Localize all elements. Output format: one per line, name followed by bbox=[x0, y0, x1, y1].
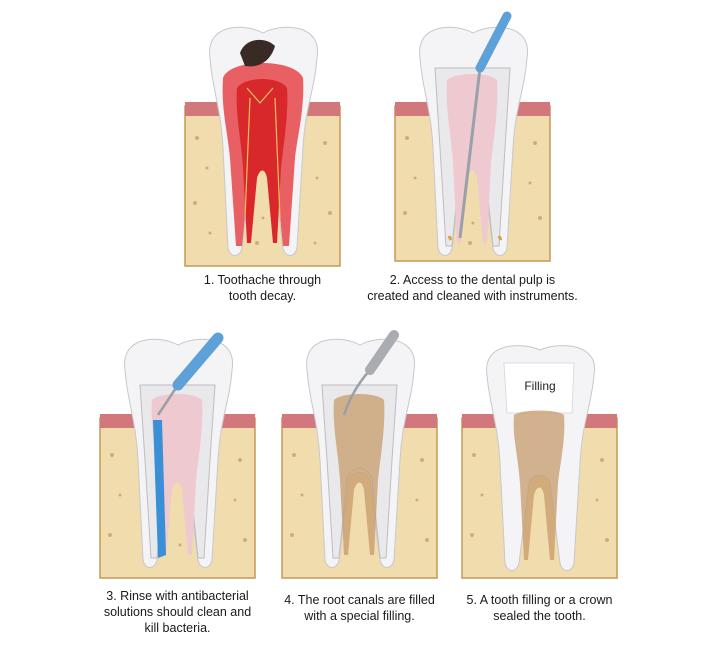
rinsing-tooth-illustration bbox=[99, 332, 256, 579]
step-4-caption: 4. The root canals are filled with a spe… bbox=[284, 593, 435, 623]
filling-label: Filling bbox=[524, 379, 555, 393]
step-3-panel: 3. Rinse with antibacterial solutions sh… bbox=[99, 330, 256, 635]
filled-canals-tooth-illustration bbox=[281, 330, 438, 579]
decayed-tooth-illustration bbox=[184, 26, 341, 267]
filling-instrument bbox=[342, 330, 399, 416]
step-3-caption: 3. Rinse with antibacterial solutions sh… bbox=[103, 589, 252, 635]
dental-file-instrument bbox=[458, 11, 512, 239]
cavity bbox=[240, 39, 275, 67]
step-4-panel: 4. The root canals are filled with a spe… bbox=[281, 330, 438, 623]
crown-filling bbox=[503, 362, 575, 414]
irrigation-syringe bbox=[156, 332, 224, 416]
step-2-caption: 2. Access to the dental pulp is created … bbox=[367, 273, 578, 303]
step-1-panel: 1. Toothache through tooth decay. bbox=[184, 18, 341, 303]
tooth bbox=[209, 26, 318, 256]
antibacterial-solution bbox=[153, 420, 166, 558]
step-1-caption: 1. Toothache through tooth decay. bbox=[203, 273, 322, 303]
step-2-panel: 2. Access to the dental pulp is created … bbox=[367, 8, 578, 303]
step-5-panel: Filling 5. A tooth filling or a crown se… bbox=[461, 345, 618, 623]
step-5-caption: 5. A tooth filling or a crown sealed the… bbox=[466, 593, 613, 623]
accessed-tooth-illustration bbox=[394, 11, 551, 262]
sealed-tooth-illustration: Filling bbox=[461, 345, 618, 579]
root-canal-filling bbox=[333, 394, 385, 555]
